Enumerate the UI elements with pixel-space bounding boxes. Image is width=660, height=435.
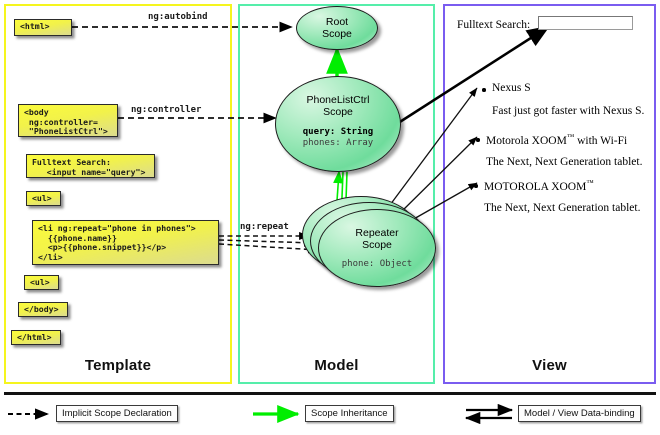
view-search-label: Fulltext Search: [457,19,531,31]
view-item-snippet-2: The Next, Next Generation tablet. [486,156,643,168]
label-ng-repeat: ng:repeat [240,222,289,232]
scope-root-title-line2: Scope [322,28,352,40]
view-item-name-2: Motorola XOOM™ with Wi-Fi [486,132,627,147]
view-search-input[interactable] [538,16,633,30]
legend-label-inheritance: Scope Inheritance [305,405,394,422]
trademark-icon-2: ™ [566,132,575,141]
panel-template-title: Template [84,357,152,374]
code-node-ul-close[interactable]: <ul> [24,275,59,290]
legend-label-implicit: Implicit Scope Declaration [56,405,178,422]
scope-repeater-title-line2: Scope [362,239,392,251]
legend: Implicit Scope Declaration Scope Inherit… [0,392,660,435]
prop-query-text: query: String [302,127,374,137]
view-item-snippet-3: The Next, Next Generation tablet. [484,202,641,214]
trademark-icon-3: ™ [586,178,594,187]
legend-divider [4,392,656,395]
panel-view: View [443,4,656,384]
panel-view-title: View [532,357,567,374]
panel-model: Model [238,4,435,384]
scope-phonelistctrl-prop-phones: phones: Array [302,138,374,148]
label-ng-controller: ng:controller [131,105,202,115]
view-item-name-3: MOTOROLA XOOM™ [484,178,594,193]
view-item-name-3-text: MOTOROLA XOOM [484,180,587,193]
scope-repeater-title-line1: Repeater [355,227,399,239]
code-node-body-close[interactable]: </body> [18,302,68,317]
scope-phonelistctrl-prop-query: query: String [276,127,400,138]
code-node-li-repeat[interactable]: <li ng:repeat="phone in phones"> {{phone… [32,220,219,265]
scope-phonelistctrl-title-line2: Scope [323,106,353,118]
code-node-body-open[interactable]: <body ng:controller= "PhoneListCtrl"> [18,104,118,137]
scope-repeater-prop-phone: phone: Object [341,259,413,269]
view-bullet-3 [474,184,478,188]
view-item-name-1: Nexus S [492,82,531,94]
view-bullet-1 [482,88,486,92]
code-node-html-close[interactable]: </html> [11,330,61,345]
legend-arrow-layer [8,403,514,425]
legend-label-databinding: Model / View Data-binding [518,405,641,422]
view-bullet-2 [476,138,480,142]
panel-model-title: Model [314,357,359,374]
code-node-html-open[interactable]: <html> [14,19,72,36]
code-node-ul-open[interactable]: <ul> [26,191,61,206]
view-item-name-2-text: Motorola XOOM [486,134,567,147]
scope-root-title-line1: Root [325,16,349,28]
scope-repeater[interactable]: Repeater Scope phone: Object [318,209,436,287]
scope-phonelistctrl-title-line1: PhoneListCtrl [306,94,370,106]
scope-root[interactable]: Root Scope [296,6,378,50]
view-item-suffix-2: with Wi-Fi [574,134,628,147]
view-item-snippet-1: Fast just got faster with Nexus S. [492,105,645,117]
label-ng-autobind: ng:autobind [148,12,208,22]
scope-phonelistctrl[interactable]: PhoneListCtrl Scope query: String phones… [275,76,401,172]
code-node-search[interactable]: Fulltext Search: <input name="query"> [26,154,155,178]
